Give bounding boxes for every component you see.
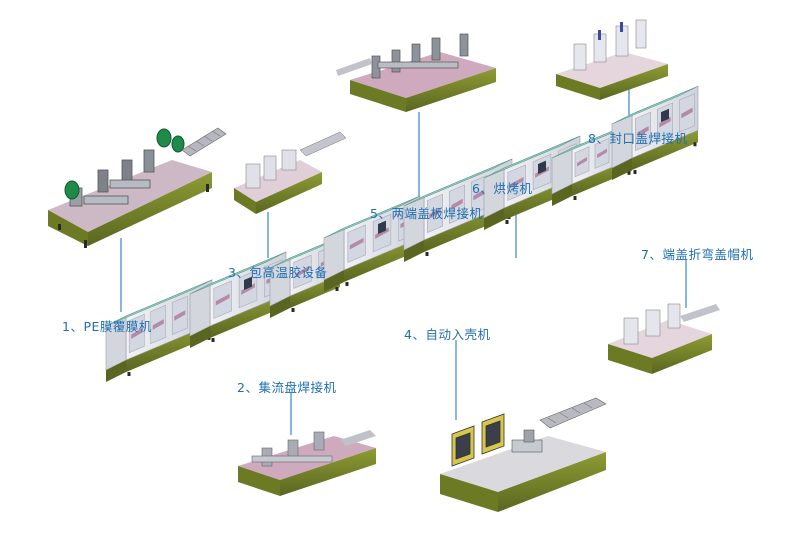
label-machine-6: 6、烘烤机 [472, 181, 533, 196]
label-machine-7: 7、端盖折弯盖帽机 [641, 247, 754, 262]
machine-3-tape [234, 131, 347, 214]
machine-7-cover-bend [608, 303, 720, 374]
machine-2-disc-weld [238, 430, 376, 496]
machine-8-seal-weld [556, 19, 668, 100]
label-machine-5: 5、两端盖板焊接机 [370, 206, 483, 221]
label-machine-8: 8、封口盖焊接机 [588, 131, 688, 146]
machine-4-casing [440, 397, 607, 512]
label-machine-2: 2、集流盘焊接机 [237, 380, 337, 395]
machine-1-pe-film [48, 127, 227, 248]
label-machine-3: 3、包高温胶设备 [228, 265, 328, 280]
label-machine-4: 4、自动入壳机 [404, 327, 491, 342]
machine-5-cover-weld [336, 33, 496, 112]
label-machine-1: 1、PE膜覆膜机 [62, 319, 152, 334]
main-line-cabinets [105, 85, 699, 382]
